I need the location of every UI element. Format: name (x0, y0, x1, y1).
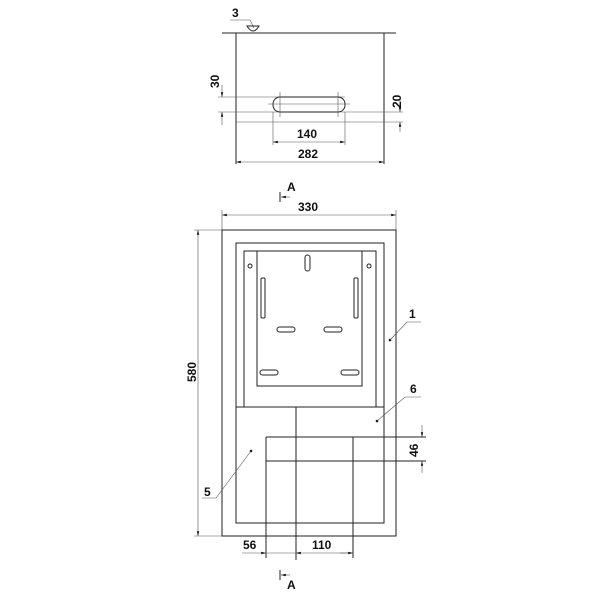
top-view: 3 30 20 140 282 (208, 6, 404, 164)
upper-compartment (243, 250, 377, 408)
outer-frame (221, 229, 397, 537)
front-view: A A 330 580 46 (185, 180, 426, 592)
dim-width: 282 (298, 147, 318, 161)
mounting-plate (256, 250, 363, 387)
dim-lower-offset: 46 (407, 443, 421, 457)
section-marker-bottom: A (287, 578, 296, 592)
dim-slot-offset: 30 (208, 74, 222, 88)
weld-symbol-icon (246, 25, 260, 32)
callout-5: 5 (204, 485, 211, 499)
dim-right-offset: 20 (390, 94, 404, 108)
slot (272, 96, 346, 113)
dim-left-offset: 56 (243, 538, 257, 552)
dim-slot-width: 140 (297, 127, 317, 141)
callout-1: 1 (409, 307, 416, 321)
dim-width: 330 (298, 200, 318, 214)
dim-lower-width: 110 (312, 538, 332, 552)
dim-height: 580 (185, 362, 199, 382)
callout-weld: 3 (232, 6, 239, 20)
cabinet-body (235, 242, 385, 524)
section-marker-top: A (287, 180, 296, 194)
callout-6: 6 (410, 382, 417, 396)
